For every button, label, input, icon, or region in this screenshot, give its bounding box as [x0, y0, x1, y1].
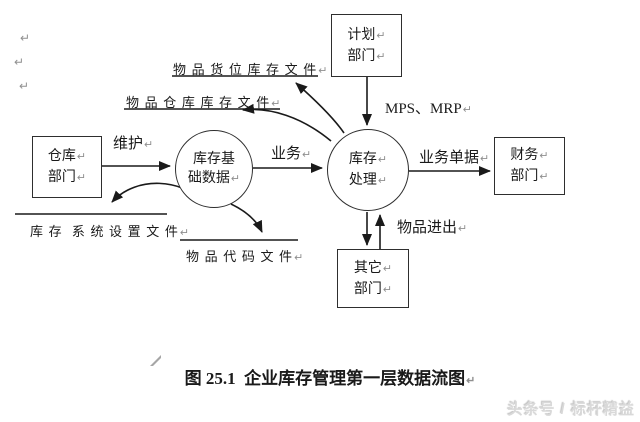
- flow-label-mps-mrp: MPS、MRP↵: [385, 101, 472, 117]
- process-label: 库存基: [193, 150, 235, 166]
- return-mark: ↵: [302, 149, 312, 161]
- store-item-code-file: 物 品 代 码 文 件↵: [186, 249, 305, 264]
- entity-label: 部门: [347, 46, 376, 63]
- arrow-to-item-warehouse-file: [242, 103, 332, 142]
- return-mark: ↵: [144, 139, 154, 151]
- return-mark: ↵: [76, 172, 87, 184]
- store-inventory-system-settings-file: 库 存 系 统 设 置 文 件↵: [30, 224, 191, 239]
- entity-label: 部门: [353, 279, 382, 296]
- return-mark: ↵: [466, 375, 476, 387]
- arrow-to-item-location-file: [295, 82, 345, 134]
- return-mark: ↵: [230, 173, 241, 185]
- entity-finance-dept: 财务↵ 部门↵: [494, 137, 565, 195]
- return-mark: ↵: [76, 151, 87, 163]
- return-mark: ↵: [458, 223, 468, 235]
- paragraph-mark: ↵: [19, 79, 30, 93]
- return-mark: ↵: [377, 154, 388, 166]
- flow-label-business-documents: 业务单据↵: [419, 149, 490, 166]
- process-inventory-base-data: 库存基 础数据↵: [175, 130, 253, 208]
- flow-label-business: 业务↵: [271, 145, 312, 162]
- return-mark: ↵: [539, 171, 549, 183]
- process-label: 础数据: [187, 169, 230, 185]
- flow-label-items-in-out: 物品进出↵: [397, 219, 468, 236]
- return-mark: ↵: [179, 227, 191, 239]
- return-mark: ↵: [294, 252, 305, 264]
- return-mark: ↵: [318, 65, 329, 77]
- return-mark: ↵: [382, 262, 393, 275]
- paragraph-mark: ↵: [20, 31, 31, 45]
- return-mark: ↵: [271, 98, 282, 110]
- watermark-text: 头条号 / 标杆精益: [507, 401, 635, 418]
- store-item-warehouse-inventory-file: 物 品 仓 库 库 存 文 件↵: [126, 95, 282, 110]
- return-mark: ↵: [462, 104, 472, 116]
- paragraph-mark: ↵: [14, 55, 25, 69]
- return-mark: ↵: [480, 153, 490, 165]
- entity-label: 其它: [353, 258, 382, 275]
- store-item-location-inventory-file: 物 品 货 位 库 存 文 件↵: [173, 62, 329, 77]
- entity-planning-dept: 计划↵ 部门↵: [331, 14, 402, 77]
- return-mark: ↵: [539, 150, 549, 162]
- entity-label: 部门: [47, 168, 76, 184]
- process-label: 库存: [348, 150, 377, 166]
- process-inventory-processing: 库存↵ 处理↵: [327, 129, 409, 211]
- entity-label: 仓库: [47, 147, 76, 163]
- canvas-resize-handle: [150, 355, 161, 367]
- entity-other-dept: 其它↵ 部门↵: [337, 249, 409, 308]
- entity-warehouse-dept: 仓库↵ 部门↵: [32, 136, 102, 198]
- return-mark: ↵: [376, 29, 386, 42]
- entity-label: 部门: [510, 167, 539, 183]
- flow-label-maintain: 维护↵: [113, 135, 154, 152]
- arrow-to-item-code-file: [230, 203, 263, 233]
- return-mark: ↵: [377, 175, 388, 187]
- entity-label: 计划: [347, 25, 376, 42]
- return-mark: ↵: [382, 283, 393, 296]
- return-mark: ↵: [376, 50, 386, 63]
- figure-caption: 图 25.1 企业库存管理第一层数据流图↵: [184, 369, 476, 388]
- process-label: 处理: [348, 171, 377, 187]
- entity-label: 财务: [510, 146, 539, 162]
